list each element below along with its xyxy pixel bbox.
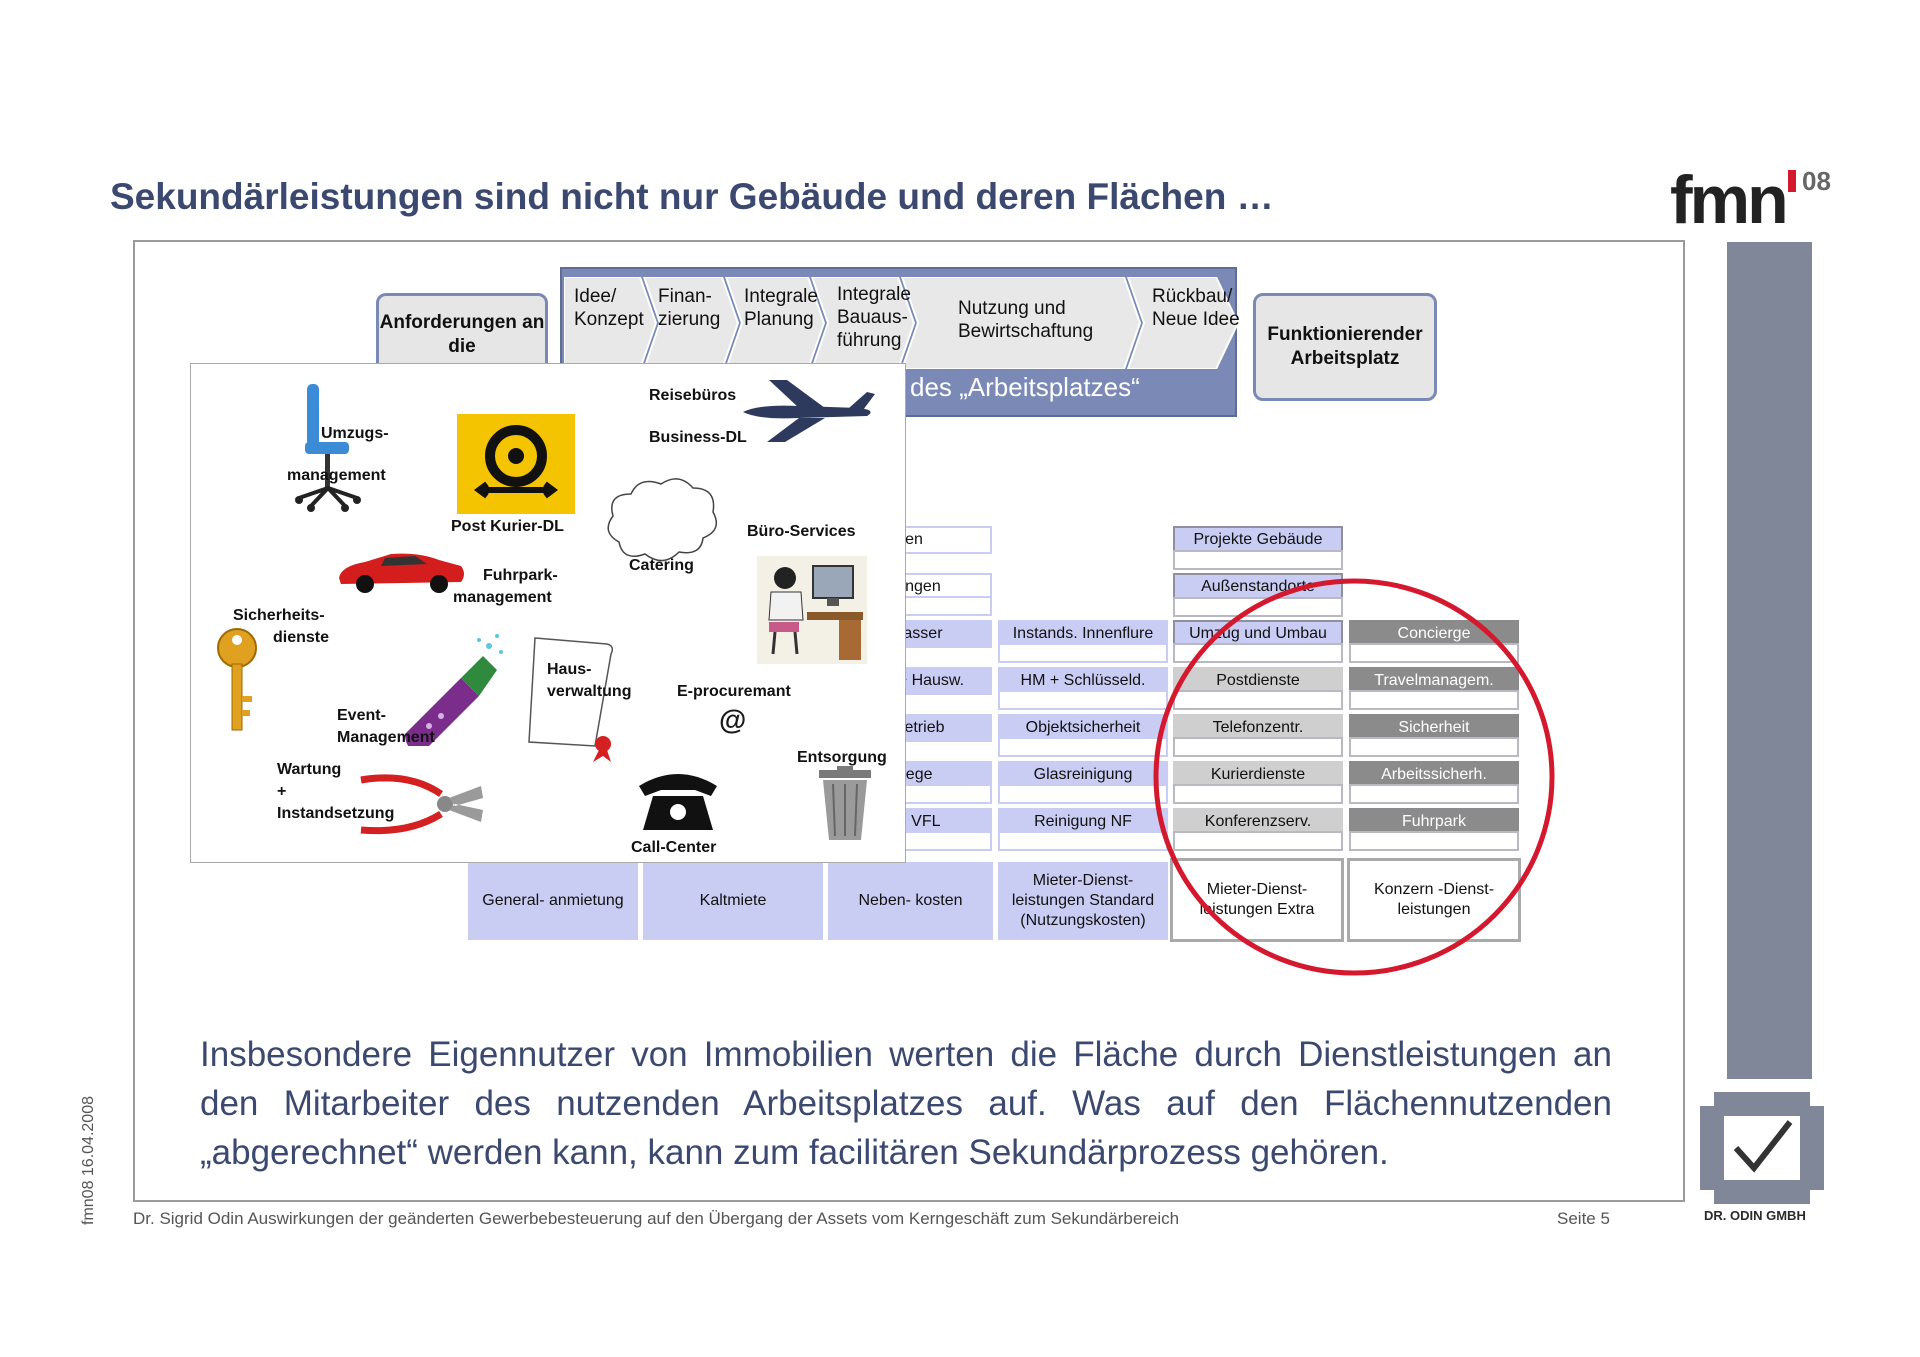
label-business: Business-DL	[649, 429, 747, 446]
cell-col5-spacer-4	[1173, 737, 1343, 757]
vertical-date: fmn08 16.04.2008	[80, 1096, 97, 1225]
bottom-konzern-dl: Konzern -Dienst- leistungen	[1347, 858, 1521, 942]
cell-col6-spacer-4	[1349, 784, 1519, 804]
cell-col6-spacer-5	[1349, 831, 1519, 851]
label-umzug: Umzugs-	[321, 425, 389, 442]
cell-col5-spacer-2	[1173, 643, 1343, 663]
telephone-icon	[639, 774, 717, 830]
cell-col6-spacer-3	[1349, 737, 1519, 757]
side-bar	[1727, 242, 1812, 1079]
label-fuhrpark2: management	[453, 589, 552, 606]
phase-subtitle: des „Arbeitsplatzes“	[910, 372, 1140, 402]
label-sicherheit2: dienste	[273, 629, 330, 646]
cell-col6-spacer-2	[1349, 690, 1519, 710]
cell-col4-spacer-2	[998, 690, 1168, 710]
pliers-icon	[360, 774, 483, 835]
functioning-workplace-box: Funktionierender Arbeitsplatz	[1253, 293, 1437, 401]
cell-col4-spacer-4	[998, 784, 1168, 804]
footer-text: Dr. Sigrid Odin Auswirkungen der geänder…	[133, 1209, 1180, 1228]
label-haus: Haus-	[547, 661, 592, 678]
cell-col4-spacer-1	[998, 643, 1168, 663]
scroll-document-icon	[528, 637, 614, 762]
cloud-icon	[607, 478, 718, 562]
label-reisebueros: Reisebüros	[649, 387, 737, 404]
cell-col4-spacer-3	[998, 737, 1168, 757]
services-collage: Umzugs- management Post Kurier-DL Reiseb…	[190, 363, 906, 863]
label-umzug2: management	[287, 467, 386, 484]
post-horn-icon	[457, 414, 575, 514]
champagne-bottle-icon	[405, 634, 503, 746]
label-wartung: Wartung	[277, 761, 342, 778]
label-wartung-plus: +	[277, 783, 287, 800]
checkmark-logo-icon	[1700, 1092, 1824, 1204]
key-icon	[217, 628, 257, 731]
office-worker-icon	[757, 556, 867, 664]
phase-chevrons	[564, 277, 1240, 369]
label-wartung2: Instandsetzung	[277, 805, 395, 822]
label-eprocurement: E-procuremant	[677, 683, 791, 700]
body-paragraph: Insbesondere Eigennutzer von Immobilien …	[200, 1035, 1612, 1172]
office-chair-icon	[295, 384, 361, 512]
bottom-generalanmietung: General- anmietung	[468, 862, 638, 940]
bottom-kaltmiete: Kaltmiete	[643, 862, 823, 940]
label-post: Post Kurier-DL	[451, 518, 564, 535]
at-sign-icon: @	[719, 704, 747, 735]
company-label: DR. ODIN GMBH	[1704, 1208, 1806, 1223]
label-event: Event-	[337, 707, 386, 724]
label-catering: Catering	[629, 557, 694, 574]
cell-col6-spacer-1	[1349, 643, 1519, 663]
bottom-mieter-dl-standard: Mieter-Dienst- leistungen Standard (Nutz…	[998, 862, 1168, 940]
cell-col5-spacer-0	[1173, 550, 1343, 570]
highlight-circle	[1153, 578, 1555, 976]
label-sicherheit: Sicherheits-	[233, 607, 325, 624]
sports-car-icon	[339, 553, 464, 593]
slide-title: Sekundärleistungen sind nicht nur Gebäud…	[110, 176, 1274, 217]
logo-red-mark	[1788, 170, 1796, 192]
label-callcenter: Call-Center	[631, 839, 717, 856]
cell-col5-spacer-5	[1173, 784, 1343, 804]
logo-superscript: 08	[1802, 166, 1831, 196]
bottom-nebenkosten: Neben- kosten	[828, 862, 993, 940]
cell-col5-spacer-6	[1173, 831, 1343, 851]
label-haus2: verwaltung	[547, 683, 632, 700]
airplane-icon	[743, 380, 875, 442]
content-frame	[133, 240, 1685, 1202]
trash-can-icon	[819, 766, 871, 840]
label-fuhrpark: Fuhrpark-	[483, 567, 558, 584]
logo-text: fmn	[1670, 162, 1789, 238]
page-number: Seite 5	[1557, 1209, 1610, 1228]
label-event2: Management	[337, 729, 435, 746]
fmn-logo: fmn 08	[1670, 160, 1850, 240]
label-buero: Büro-Services	[747, 523, 856, 540]
label-entsorgung: Entsorgung	[797, 749, 887, 766]
